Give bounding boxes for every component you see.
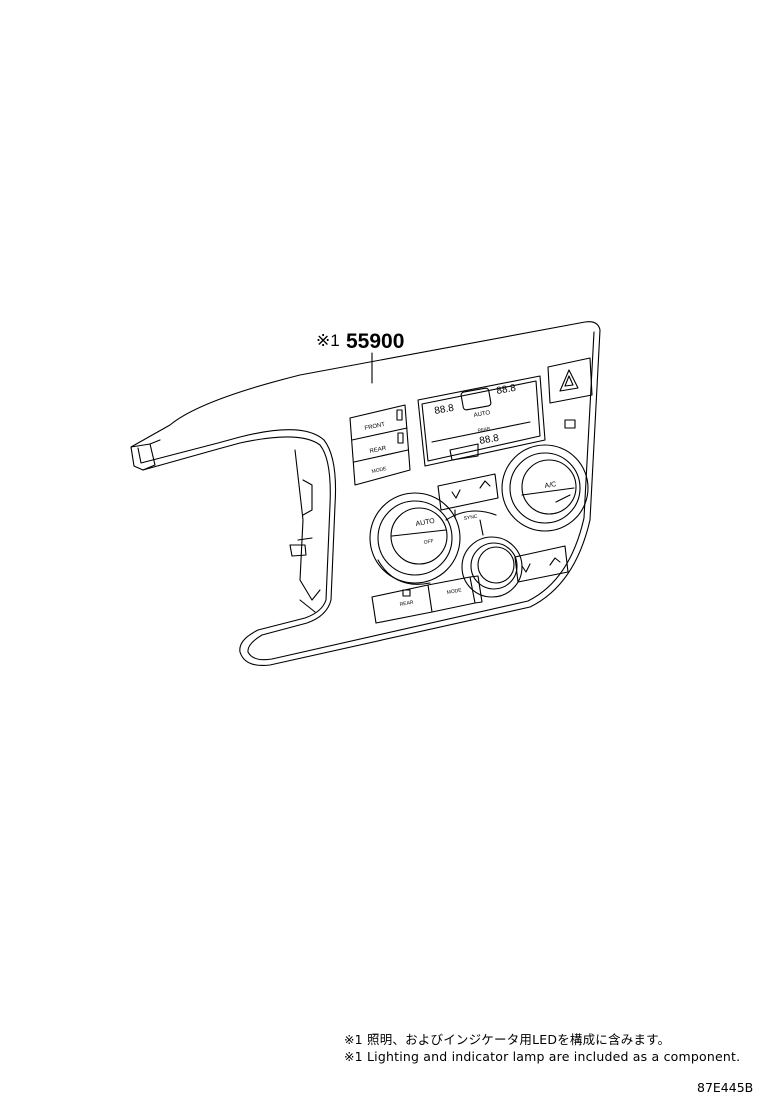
rear-fan-switch <box>514 545 569 583</box>
rear-button-label: REAR <box>399 600 414 608</box>
display-auto: AUTO <box>473 410 491 419</box>
knob-ac-label: A/C <box>544 481 557 490</box>
panel-labels: FRONT REAR MODE 88.8 88.8 AUTO REAR 88.8… <box>364 383 557 608</box>
callout-mark: ※1 <box>316 331 340 350</box>
rear-temperature-knob <box>461 536 523 598</box>
sync-label: SYNC <box>463 514 478 522</box>
knob-auto-label: AUTO <box>415 518 436 528</box>
part-number: 55900 <box>346 330 404 353</box>
display-rear-title: REAR <box>477 426 491 433</box>
left-temperature-knob <box>369 492 461 585</box>
hazard-switch <box>547 357 593 429</box>
knob-off-label: OFF <box>423 538 434 546</box>
panel-inner-edge <box>137 331 595 661</box>
label-rear: REAR <box>369 445 387 454</box>
display-screen <box>417 375 546 467</box>
display-right-temp: 88.8 <box>496 383 518 397</box>
footnote-english: ※1 Lighting and indicator lamp are inclu… <box>344 1049 741 1064</box>
illustration-id: 87E445B <box>697 1080 754 1095</box>
panel-left-tab-edge <box>149 439 161 445</box>
right-temperature-knob <box>501 444 589 532</box>
bottom-button-row <box>371 575 483 624</box>
label-mode: MODE <box>371 466 388 475</box>
label-front: FRONT <box>364 422 386 432</box>
display-rear-temp: 88.8 <box>479 433 501 447</box>
callout-label: ※1 55900 <box>316 330 404 353</box>
mounting-bracket <box>289 449 321 613</box>
front-fan-switch <box>437 473 499 536</box>
panel-left-tab <box>130 443 156 471</box>
panel-outline <box>130 321 601 667</box>
footnote-japanese: ※1 照明、およびインジケータ用LEDを構成に含みます。 <box>344 1032 671 1047</box>
mode-button-label: MODE <box>446 587 462 596</box>
left-button-block <box>349 404 411 486</box>
display-front-temp: 88.8 <box>434 403 456 417</box>
